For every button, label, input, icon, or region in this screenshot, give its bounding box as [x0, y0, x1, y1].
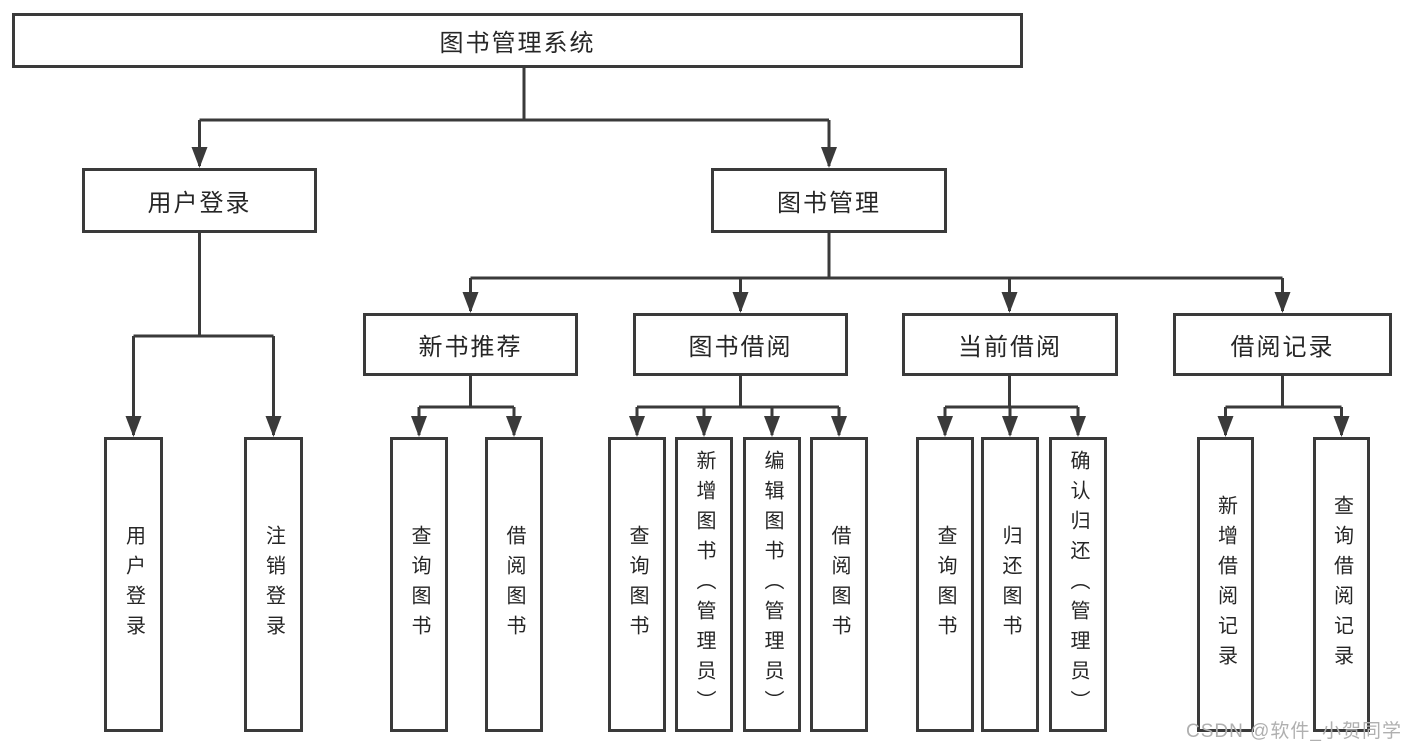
leaf-confirm-return-admin-label: 确认归还（管理员） — [1067, 449, 1089, 720]
node-current-borrow: 当前借阅 — [902, 313, 1118, 376]
leaf-add-borrow-record-label: 新增借阅记录 — [1214, 494, 1237, 675]
node-library-system: 图书管理系统 — [12, 13, 1023, 68]
leaf-user-login-label: 用户登录 — [122, 524, 145, 645]
node-book-management-label: 图书管理 — [777, 190, 881, 217]
arrowhead — [629, 416, 645, 437]
leaf-query-borrow-record-label: 查询借阅记录 — [1330, 494, 1353, 675]
node-new-book-recommend: 新书推荐 — [363, 313, 578, 376]
arrowhead — [821, 147, 837, 168]
leaf-query-book-borrow: 查询图书 — [608, 437, 666, 732]
arrowhead — [1333, 416, 1350, 437]
node-book-borrow: 图书借阅 — [633, 313, 848, 376]
node-borrow-records-label: 借阅记录 — [1230, 334, 1335, 361]
root-junction-line — [198, 68, 831, 166]
arrowhead — [191, 147, 208, 168]
leaf-borrow-book-recommend: 借阅图书 — [485, 437, 543, 732]
node-new-book-recommend-label: 新书推荐 — [418, 334, 523, 361]
arrowhead — [831, 416, 847, 437]
leaf-add-book-admin: 新增图书（管理员） — [675, 437, 733, 732]
arrowhead — [506, 416, 522, 437]
new-book-junction-line — [417, 376, 516, 435]
arrowhead — [1217, 416, 1234, 437]
node-book-borrow-label: 图书借阅 — [688, 334, 793, 361]
user-login-junction-line — [132, 233, 275, 435]
leaf-edit-book-admin-label: 编辑图书（管理员） — [761, 449, 783, 720]
leaf-add-book-admin-label: 新增图书（管理员） — [693, 449, 715, 720]
leaf-user-login: 用户登录 — [104, 437, 163, 732]
leaf-borrow-book-label: 借阅图书 — [828, 524, 850, 645]
leaf-add-borrow-record: 新增借阅记录 — [1197, 437, 1254, 732]
book-mgmt-junction-line — [469, 233, 1284, 311]
leaf-query-book-current: 查询图书 — [916, 437, 974, 732]
arrowhead — [125, 416, 142, 437]
node-user-login-label: 用户登录 — [147, 190, 252, 217]
leaf-query-book-current-label: 查询图书 — [934, 524, 956, 645]
node-library-system-label: 图书管理系统 — [439, 30, 596, 57]
leaf-query-book-recommend: 查询图书 — [390, 437, 448, 732]
arrowhead — [1274, 292, 1291, 313]
arrowhead — [265, 416, 282, 437]
arrowhead — [462, 292, 479, 313]
node-current-borrow-label: 当前借阅 — [958, 334, 1062, 361]
arrowhead — [1001, 292, 1018, 313]
arrowhead — [764, 416, 780, 437]
leaf-edit-book-admin: 编辑图书（管理员） — [743, 437, 801, 732]
arrowhead — [411, 416, 427, 437]
leaf-query-book-borrow-label: 查询图书 — [626, 524, 648, 645]
node-user-login: 用户登录 — [82, 168, 317, 233]
book-borrow-junction-line — [635, 376, 841, 435]
leaf-return-book-label: 归还图书 — [999, 524, 1021, 645]
node-borrow-records: 借阅记录 — [1173, 313, 1392, 376]
leaf-borrow-book: 借阅图书 — [810, 437, 868, 732]
leaf-query-book-recommend-label: 查询图书 — [408, 524, 430, 645]
leaf-logout-login-label: 注销登录 — [262, 524, 285, 645]
watermark: CSDN @软件_小贺同学 — [1186, 721, 1402, 742]
leaf-query-borrow-record: 查询借阅记录 — [1313, 437, 1370, 732]
leaf-borrow-book-recommend-label: 借阅图书 — [503, 524, 525, 645]
leaf-logout-login: 注销登录 — [244, 437, 303, 732]
leaf-confirm-return-admin: 确认归还（管理员） — [1049, 437, 1107, 732]
arrowhead — [732, 292, 749, 313]
arrowhead — [1070, 416, 1086, 437]
borrow-record-junction-line — [1224, 376, 1343, 435]
arrowhead — [696, 416, 712, 437]
arrowhead — [937, 416, 953, 437]
node-book-management: 图书管理 — [711, 168, 947, 233]
leaf-return-book: 归还图书 — [981, 437, 1039, 732]
arrowhead — [1002, 416, 1018, 437]
